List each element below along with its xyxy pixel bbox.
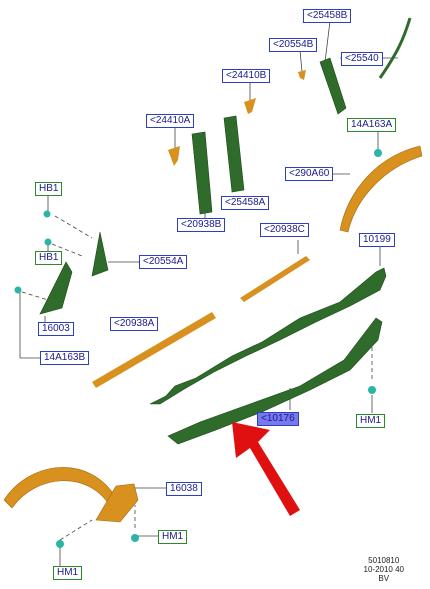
callout-HM1-right[interactable]: HM1 bbox=[356, 414, 386, 428]
callout-24410A[interactable]: <24410A bbox=[146, 114, 195, 128]
rod-part bbox=[378, 17, 412, 79]
trim-strip-part-a bbox=[92, 312, 216, 388]
pillar-part-c bbox=[223, 115, 245, 193]
fastener-part bbox=[131, 534, 139, 542]
callout-10199[interactable]: 10199 bbox=[359, 233, 395, 247]
fastener-part bbox=[374, 149, 382, 157]
callout-20938A[interactable]: <20938A bbox=[110, 317, 159, 331]
stamp-line-2: 10-2010 40 bbox=[363, 565, 404, 574]
wheel-flare-part bbox=[339, 145, 423, 233]
pillar-part-upper bbox=[319, 57, 347, 115]
clip-part bbox=[244, 98, 256, 114]
fastener-part bbox=[43, 210, 51, 218]
callout-25458A[interactable]: <25458A bbox=[221, 196, 270, 210]
fastener-part bbox=[56, 540, 64, 548]
clip-part bbox=[168, 146, 180, 166]
triangle-trim-part bbox=[39, 261, 73, 315]
trim-strip-part-c bbox=[240, 256, 310, 302]
rocker-moulding-upper bbox=[149, 267, 387, 405]
fastener-part bbox=[368, 386, 376, 394]
callout-290A60[interactable]: <290A60 bbox=[285, 167, 334, 181]
stamp-line-1: 5010810 bbox=[368, 556, 400, 565]
red-arrow-indicator bbox=[232, 422, 300, 516]
stamp-line-3: BV bbox=[378, 574, 390, 583]
callout-14A163A[interactable]: 14A163A bbox=[347, 118, 397, 132]
callout-20938C[interactable]: <20938C bbox=[260, 223, 309, 237]
clip-part bbox=[298, 70, 306, 80]
callout-20554B[interactable]: <20554B bbox=[269, 38, 318, 52]
callout-20554A[interactable]: <20554A bbox=[139, 255, 188, 269]
callout-16038[interactable]: 16038 bbox=[166, 482, 202, 496]
callout-16003[interactable]: 16003 bbox=[38, 322, 74, 336]
rear-wheel-flare-part bbox=[3, 467, 117, 509]
fastener-part bbox=[14, 286, 22, 294]
callout-14A163B[interactable]: 14A163B bbox=[40, 351, 90, 365]
callout-25540[interactable]: <25540 bbox=[341, 52, 383, 66]
callout-HM1-middle[interactable]: HM1 bbox=[158, 530, 188, 544]
rear-bracket-part bbox=[95, 483, 139, 523]
callout-HB1-lower[interactable]: HB1 bbox=[35, 251, 63, 265]
callout-25458B[interactable]: <25458B bbox=[303, 9, 352, 23]
callout-20938B[interactable]: <20938B bbox=[177, 218, 226, 232]
diagram-stamp: 5010810 10-2010 40 BV bbox=[364, 556, 404, 583]
callout-HM1-left[interactable]: HM1 bbox=[53, 566, 83, 580]
pillar-part-b bbox=[191, 131, 213, 215]
callout-24410B[interactable]: <24410B bbox=[222, 69, 271, 83]
fastener-part bbox=[44, 238, 52, 246]
callout-10176[interactable]: <10176 bbox=[257, 412, 299, 426]
rocker-moulding-lower bbox=[167, 317, 383, 445]
callout-HB1-upper[interactable]: HB1 bbox=[35, 182, 63, 196]
triangle-trim-part bbox=[91, 231, 109, 277]
